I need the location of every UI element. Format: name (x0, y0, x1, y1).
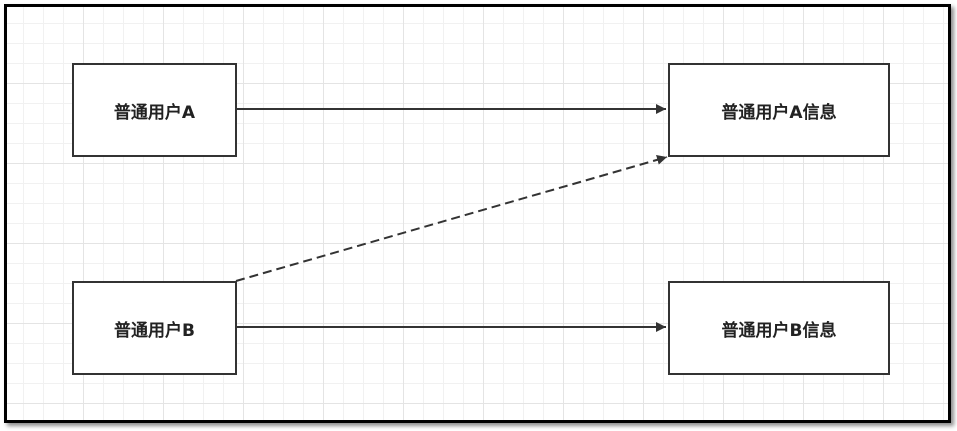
node-user-b[interactable]: 普通用户B (72, 281, 237, 375)
node-info-a-label: 普通用户A信息 (721, 102, 837, 123)
edge-user-b-to-info-a-dashed (235, 154, 668, 282)
node-info-a[interactable]: 普通用户A信息 (668, 63, 890, 157)
node-user-a[interactable]: 普通用户A (72, 63, 237, 157)
node-user-a-label: 普通用户A (113, 102, 196, 123)
node-info-b-label: 普通用户B信息 (721, 320, 837, 341)
node-info-b[interactable]: 普通用户B信息 (668, 281, 890, 375)
node-user-b-label: 普通用户B (114, 320, 195, 341)
